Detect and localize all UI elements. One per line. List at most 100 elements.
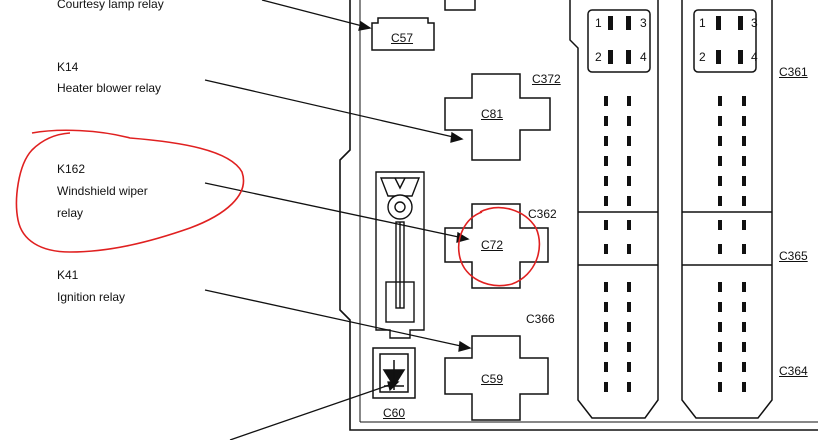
terminal-pin (626, 50, 631, 64)
relay-socket-c59 (444, 335, 549, 421)
terminal-pin (627, 382, 631, 392)
terminal-pin (742, 196, 746, 206)
terminal-pin (742, 382, 746, 392)
terminal-pin (627, 156, 631, 166)
terminal-pin (627, 302, 631, 312)
terminal-pin (718, 244, 722, 254)
pin-2-label-right: 2 (699, 50, 706, 64)
terminal-pin (627, 244, 631, 254)
terminal-pin (604, 362, 608, 372)
terminal-pin (604, 176, 608, 186)
pin-1-label-left: 1 (595, 16, 602, 30)
connector-c59-label: C59 (481, 372, 504, 386)
connector-pins-left (604, 16, 631, 392)
terminal-pin (718, 382, 722, 392)
pin-4-label-left: 4 (640, 50, 647, 64)
terminal-pin (718, 302, 722, 312)
terminal-pin (742, 156, 746, 166)
terminal-pin (604, 382, 608, 392)
terminal-pin (604, 96, 608, 106)
terminal-pin (718, 362, 722, 372)
relay-socket-c72 (444, 203, 549, 289)
terminal-pin (718, 156, 722, 166)
terminal-pin (604, 302, 608, 312)
terminal-pin (742, 322, 746, 332)
relay-socket-top (444, 0, 476, 11)
relay-socket-c81 (444, 73, 551, 161)
terminal-pin (742, 176, 746, 186)
terminal-pin (742, 220, 746, 230)
terminal-pin (627, 282, 631, 292)
terminal-pin (627, 116, 631, 126)
connector-block-right (681, 0, 773, 419)
connector-c361-label: C361 (779, 65, 808, 79)
terminal-pin (718, 322, 722, 332)
relay-socket-c57 (371, 17, 435, 51)
terminal-pin (627, 176, 631, 186)
terminal-pin (742, 136, 746, 146)
terminal-pin (604, 282, 608, 292)
terminal-pin (742, 282, 746, 292)
terminal-pin (627, 96, 631, 106)
connector-c364-label: C364 (779, 364, 808, 378)
terminal-pin (627, 136, 631, 146)
terminal-pin (718, 342, 722, 352)
terminal-pin (718, 176, 722, 186)
connector-c60-label: C60 (383, 406, 406, 420)
terminal-pin (718, 136, 722, 146)
k41-id-label: K41 (57, 268, 79, 282)
terminal-pin (718, 116, 722, 126)
connector-c362-label: C362 (528, 207, 557, 221)
terminal-pin (627, 322, 631, 332)
terminal-pin (718, 96, 722, 106)
terminal-pin (738, 50, 743, 64)
ignition-relay-label: Ignition relay (57, 290, 126, 304)
terminal-pin (604, 342, 608, 352)
terminal-pin (604, 136, 608, 146)
terminal-pin (718, 196, 722, 206)
terminal-pin (604, 196, 608, 206)
terminal-pin (608, 50, 613, 64)
terminal-pin (608, 16, 613, 30)
red-annotation (15, 129, 541, 287)
k14-id-label: K14 (57, 60, 79, 74)
connector-block-left (569, 0, 659, 419)
pin-3-label-right: 3 (751, 16, 758, 30)
terminal-pin (718, 220, 722, 230)
connector-c372-label: C372 (532, 72, 561, 86)
heater-blower-relay-label: Heater blower relay (57, 81, 162, 95)
pin-3-label-left: 3 (640, 16, 647, 30)
panel-outline (339, 0, 818, 431)
terminal-pin (604, 156, 608, 166)
fuse-puller (375, 171, 425, 339)
terminal-pin (716, 16, 721, 30)
terminal-pin (627, 342, 631, 352)
terminal-pin (716, 50, 721, 64)
connector-c81-label: C81 (481, 107, 504, 121)
terminal-pin (742, 362, 746, 372)
terminal-pin (627, 196, 631, 206)
terminal-pin (627, 220, 631, 230)
terminal-pin (604, 116, 608, 126)
pin-2-label-left: 2 (595, 50, 602, 64)
terminal-pin (604, 244, 608, 254)
terminal-pin (604, 322, 608, 332)
diode-connector-c60 (372, 347, 416, 399)
pin-4-label-right: 4 (751, 50, 758, 64)
terminal-pin (604, 220, 608, 230)
connector-pins-right (716, 16, 746, 392)
terminal-pin (742, 342, 746, 352)
connector-c365-label: C365 (779, 249, 808, 263)
terminal-pin (627, 362, 631, 372)
terminal-pin (742, 96, 746, 106)
leader-lines (204, 0, 472, 440)
k162-id-label: K162 (57, 162, 86, 176)
pin-1-label-right: 1 (699, 16, 706, 30)
terminal-pin (626, 16, 631, 30)
terminal-pin (742, 302, 746, 312)
windshield-wiper-relay-label-2: relay (57, 206, 84, 220)
terminal-pin (742, 116, 746, 126)
terminal-pin (742, 244, 746, 254)
connector-c72-label: C72 (481, 238, 504, 252)
